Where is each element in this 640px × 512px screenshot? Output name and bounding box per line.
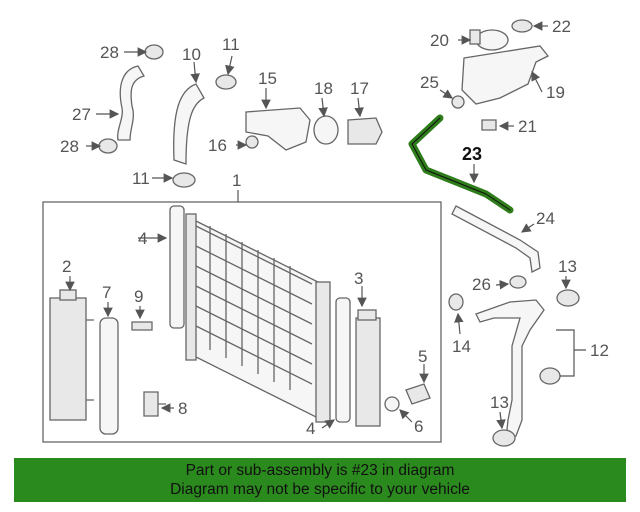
callout-15: 15: [258, 69, 277, 88]
drain-cock: [405, 383, 431, 405]
callout-labels: 1 2 3 4 4 5 6 7 8 9 10 11 11 12 13 13 14…: [60, 17, 609, 438]
hose-clamp-upper: [215, 74, 237, 90]
clamp-12: [539, 367, 561, 385]
bolt-20: [469, 29, 481, 45]
callout-28-lower: 28: [60, 137, 79, 156]
callout-21: 21: [518, 117, 537, 136]
callout-27: 27: [72, 105, 91, 124]
callout-4-upper: 4: [138, 229, 147, 248]
callout-9: 9: [134, 287, 143, 306]
callout-11-lower: 11: [132, 169, 150, 188]
callout-16: 16: [208, 136, 227, 155]
callout-5: 5: [418, 347, 427, 366]
callout-10: 10: [182, 45, 201, 64]
callout-11-upper: 11: [222, 35, 240, 54]
radiator-core: [185, 213, 331, 423]
notice-line-1: Part or sub-assembly is #23 in diagram: [185, 462, 455, 479]
callout-17: 17: [350, 79, 369, 98]
overflow-hose-23: [408, 114, 514, 214]
fitting-8: [143, 391, 166, 417]
fitting-9: [131, 321, 153, 331]
notice-line-2: Diagram may not be specific to your vehi…: [170, 481, 470, 498]
callout-3: 3: [354, 269, 363, 288]
callout-20: 20: [430, 31, 449, 50]
radiator-tank-left: [49, 289, 94, 421]
lower-hose: [475, 299, 545, 442]
radiator-assembly-frame: [42, 201, 442, 443]
clamp-28-upper: [144, 44, 164, 60]
callout-13-lower: 13: [490, 393, 509, 412]
bolt-16: [245, 135, 259, 149]
callout-25: 25: [420, 73, 439, 92]
drain-o-ring: [384, 396, 400, 412]
callout-1: 1: [232, 171, 241, 190]
notice-banner: Part or sub-assembly is #23 in diagram D…: [14, 458, 626, 502]
radiator-tank-right: [355, 309, 381, 427]
water-outlet: [245, 107, 311, 151]
callout-7: 7: [102, 283, 111, 302]
callout-12: 12: [590, 341, 609, 360]
reservoir-hose-24: [451, 205, 541, 273]
callout-18: 18: [314, 79, 333, 98]
cooler-tube: [99, 317, 119, 435]
callout-6: 6: [414, 417, 423, 436]
callout-23: 23: [462, 144, 482, 164]
callout-8: 8: [178, 399, 187, 418]
callout-19: 19: [546, 83, 565, 102]
tank-seal-right: [335, 297, 351, 423]
upper-hose: [173, 83, 205, 165]
callout-28-upper: 28: [100, 43, 119, 62]
callout-13-upper: 13: [558, 257, 577, 276]
coolant-reservoir: [461, 29, 550, 105]
clamp-13-lower: [492, 429, 516, 447]
clamp-13-upper: [556, 289, 580, 307]
callout-22: 22: [552, 17, 571, 36]
clamp-28-lower: [98, 138, 118, 154]
thermostat-gasket: [313, 115, 339, 145]
callout-14: 14: [452, 337, 471, 356]
bypass-hose: [117, 65, 145, 141]
clamp-14: [448, 293, 464, 311]
callout-26: 26: [472, 275, 491, 294]
callout-4-lower: 4: [306, 419, 315, 438]
callout-24: 24: [536, 209, 555, 228]
grommet-21: [481, 119, 497, 131]
hose-clamp-lower: [172, 172, 196, 188]
reservoir-cap: [511, 19, 533, 33]
thermostat: [347, 117, 383, 145]
tank-seal-left: [169, 205, 185, 329]
clamp-26: [509, 275, 527, 289]
callout-2: 2: [62, 257, 71, 276]
clamp-25: [451, 95, 465, 109]
leader-lines: [65, 21, 586, 430]
